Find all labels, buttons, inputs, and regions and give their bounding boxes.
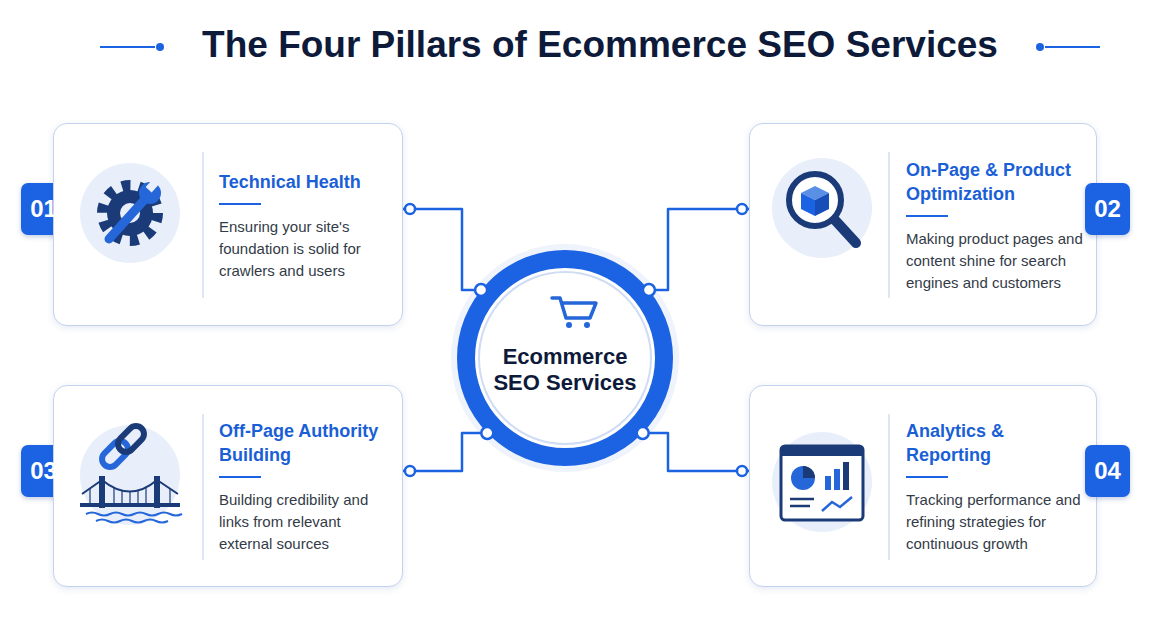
- trend-line: [822, 497, 852, 511]
- icon-ground: [772, 432, 872, 532]
- chain-bridge-icon: [80, 423, 182, 525]
- text-line: [790, 498, 814, 501]
- callout-number: 03: [30, 457, 57, 485]
- chain-link: [115, 423, 148, 456]
- cart-icon: [552, 298, 596, 328]
- text-wrap: Analytics & ReportingTracking performanc…: [906, 419, 1092, 555]
- window-frame: [781, 446, 863, 520]
- icon-ground: [772, 158, 872, 258]
- card-body: Building credibility and links from rele…: [219, 489, 398, 555]
- magnifier-lens: [789, 174, 841, 226]
- text-wrap: Off-Page Authority BuildingBuilding cred…: [219, 419, 398, 555]
- callout-number: 04: [1094, 457, 1121, 485]
- divider-line: [202, 152, 204, 298]
- cart-body: [552, 298, 596, 318]
- text-wrap: Ecommerce SEO Services: [483, 344, 648, 396]
- box-side: [815, 193, 829, 216]
- magnifier-icon: [772, 158, 872, 258]
- pie-slice: [803, 466, 815, 478]
- title-dot: [1036, 43, 1044, 51]
- hub-ring: [466, 259, 664, 457]
- card-dividers: [203, 152, 889, 560]
- text-wrap: On-Page & Product OptimizationMaking pro…: [906, 158, 1092, 294]
- hub-label: Ecommerce SEO Services: [483, 344, 648, 396]
- gear-wrench-icon: [80, 163, 180, 263]
- bridge-deck: [80, 503, 180, 507]
- text-wrap: 03: [30, 457, 57, 485]
- text-line: [790, 505, 810, 508]
- divider-line: [202, 414, 204, 560]
- connector-line: [643, 433, 749, 471]
- hub-halo: [451, 244, 679, 472]
- magnifier-handle: [834, 219, 856, 243]
- title-box: The Four Pillars of Ecommerce SEO Servic…: [100, 23, 1100, 67]
- box-side: [801, 193, 815, 216]
- connector-line: [403, 433, 487, 471]
- analytics-icon: [772, 432, 872, 532]
- text-wrap: 02: [1094, 195, 1121, 223]
- card-body: Tracking performance and refining strate…: [906, 489, 1092, 555]
- card-heading: Analytics & Reporting: [906, 419, 1092, 478]
- title-rule: [100, 43, 1100, 51]
- connector-dot: [481, 427, 493, 439]
- title-line: [1045, 46, 1100, 48]
- card-body: Making product pages and content shine f…: [906, 228, 1092, 294]
- wrench-handle: [109, 198, 146, 239]
- cart-wheel: [584, 322, 590, 328]
- connector-line: [649, 209, 749, 290]
- diagram-title: The Four Pillars of Ecommerce SEO Servic…: [202, 23, 998, 67]
- card-body: Ensuring your site's foundation is solid…: [219, 216, 398, 282]
- callout-number: 02: [1094, 195, 1121, 223]
- callout-number: 01: [30, 195, 57, 223]
- connector-dot: [737, 466, 747, 476]
- water-wave: [96, 520, 168, 523]
- cart-wheel: [566, 322, 572, 328]
- connector-line: [403, 209, 481, 290]
- text-wrap: 01: [30, 195, 57, 223]
- connector-dot: [405, 204, 415, 214]
- card-heading: On-Page & Product Optimization: [906, 158, 1092, 217]
- divider-line: [888, 414, 890, 560]
- icon-ground: [80, 163, 180, 263]
- pie-chart: [791, 466, 815, 490]
- text-wrap: 04: [1094, 457, 1121, 485]
- window-bar: [781, 446, 863, 456]
- bridge-hangers: [90, 487, 170, 504]
- title-dot: [156, 43, 164, 51]
- icon-ground: [80, 425, 180, 525]
- bar: [843, 462, 849, 490]
- connector-dot: [405, 466, 415, 476]
- connector-dot: [475, 284, 487, 296]
- text-wrap: Technical HealthEnsuring your site's fou…: [219, 170, 398, 282]
- water-wave: [86, 513, 182, 516]
- connector-dot: [637, 427, 649, 439]
- divider-line: [888, 152, 890, 298]
- bar: [825, 476, 831, 490]
- hub-inner-ring: [479, 272, 651, 444]
- card-heading: Technical Health: [219, 170, 398, 205]
- connector-dot: [643, 284, 655, 296]
- bar: [834, 469, 840, 490]
- bridge-cable: [82, 480, 178, 494]
- connector-dot: [737, 204, 747, 214]
- wrench-notch: [146, 179, 159, 193]
- card-heading: Off-Page Authority Building: [219, 419, 398, 478]
- title-line: [100, 46, 155, 48]
